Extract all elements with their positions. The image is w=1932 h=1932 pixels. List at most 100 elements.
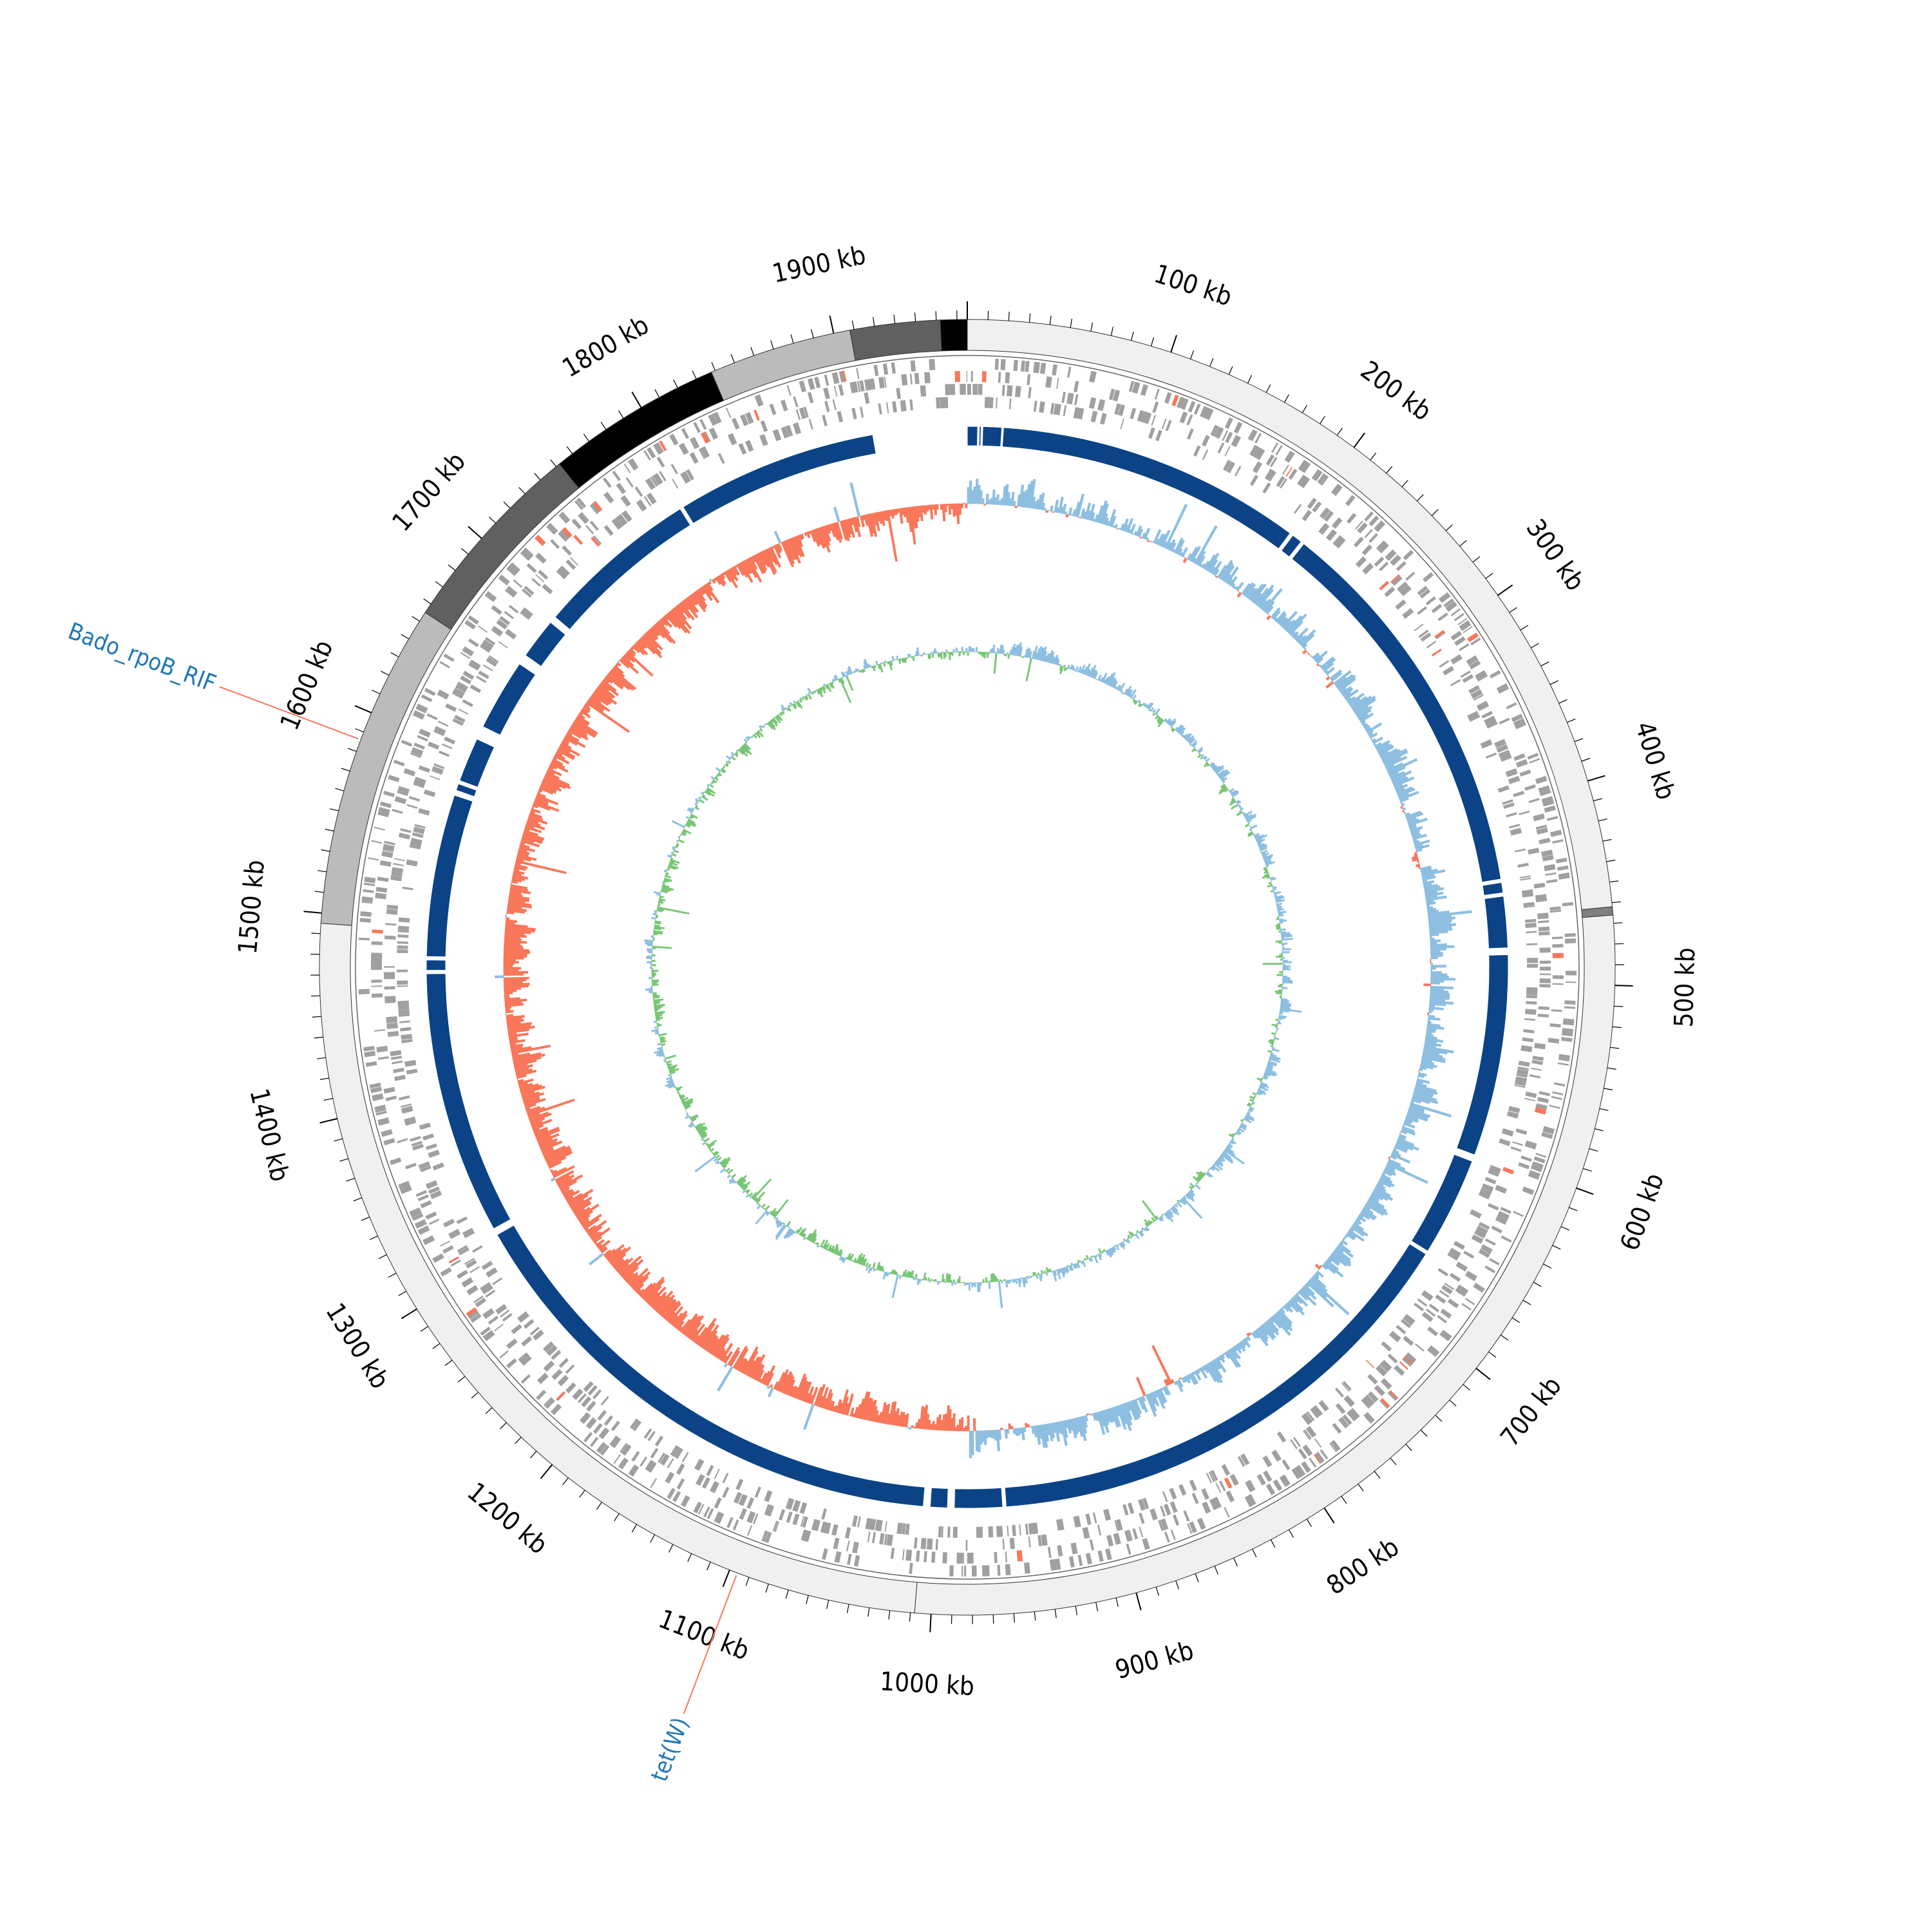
cds-feature bbox=[519, 1314, 530, 1323]
cds-feature bbox=[1395, 599, 1406, 609]
minor-tick bbox=[503, 501, 511, 509]
alignment-block bbox=[1456, 954, 1509, 1155]
cds-feature bbox=[1256, 1473, 1266, 1486]
cds-feature bbox=[1439, 660, 1450, 668]
alignment-block bbox=[1291, 543, 1502, 883]
cds-feature bbox=[1002, 1539, 1005, 1550]
cds-feature bbox=[370, 1086, 383, 1094]
cds-feature bbox=[377, 1056, 390, 1060]
cds-feature bbox=[1224, 417, 1233, 430]
cds-feature bbox=[432, 1162, 444, 1171]
cds-feature bbox=[645, 477, 656, 490]
minor-tick bbox=[1435, 1415, 1443, 1422]
cds-feature bbox=[520, 609, 532, 620]
cds-feature bbox=[1092, 371, 1097, 383]
cds-feature bbox=[856, 368, 860, 379]
cds-feature bbox=[1201, 435, 1210, 447]
cds-feature bbox=[1122, 1504, 1129, 1516]
cds-feature bbox=[1558, 1056, 1570, 1062]
cds-feature bbox=[954, 371, 960, 383]
cds-feature bbox=[1331, 517, 1343, 529]
cds-feature bbox=[545, 1398, 554, 1408]
cds-feature bbox=[372, 929, 383, 934]
minor-tick bbox=[1095, 1602, 1099, 1611]
alignment-block bbox=[929, 1487, 949, 1508]
cds-feature bbox=[1552, 839, 1564, 844]
cds-feature bbox=[1172, 1514, 1180, 1526]
cds-feature bbox=[1519, 769, 1531, 777]
cds-feature bbox=[1221, 1464, 1230, 1476]
cds-feature bbox=[1523, 1028, 1535, 1034]
cds-feature bbox=[994, 1551, 997, 1564]
cds-feature bbox=[616, 482, 627, 495]
minor-tick bbox=[1130, 332, 1134, 341]
cds-feature bbox=[1245, 1482, 1252, 1493]
cds-feature bbox=[693, 422, 701, 433]
cds-feature bbox=[857, 381, 861, 392]
cds-feature bbox=[1039, 401, 1045, 413]
major-tick bbox=[1135, 1592, 1142, 1611]
cds-feature bbox=[1484, 1177, 1497, 1184]
alignment-block bbox=[459, 738, 495, 788]
cds-feature bbox=[536, 1390, 547, 1401]
cds-feature bbox=[397, 934, 409, 938]
cds-feature bbox=[393, 862, 404, 867]
major-tick bbox=[468, 526, 482, 539]
cds-feature bbox=[1390, 574, 1401, 584]
cds-feature bbox=[1535, 777, 1548, 784]
cds-feature bbox=[1480, 739, 1492, 747]
cds-feature bbox=[1468, 713, 1481, 722]
cds-feature bbox=[1462, 674, 1474, 683]
cds-feature bbox=[504, 611, 515, 620]
cds-feature bbox=[1320, 475, 1329, 486]
cds-feature bbox=[1163, 1504, 1170, 1516]
cds-feature bbox=[1542, 799, 1555, 807]
minor-tick bbox=[1115, 1597, 1119, 1607]
cds-feature bbox=[1450, 630, 1463, 641]
tick-label: 1300 kb bbox=[319, 1298, 394, 1394]
cds-feature bbox=[620, 495, 631, 507]
cds-feature bbox=[506, 1358, 517, 1368]
cds-feature bbox=[1502, 1167, 1515, 1175]
cds-feature bbox=[601, 1429, 610, 1439]
cds-feature bbox=[1234, 466, 1242, 477]
cds-feature bbox=[603, 477, 612, 488]
minor-tick bbox=[1405, 1444, 1412, 1452]
cds-feature bbox=[704, 431, 711, 442]
cds-feature bbox=[377, 876, 389, 882]
cds-feature bbox=[1541, 1133, 1553, 1139]
cds-feature bbox=[1511, 714, 1523, 723]
cds-feature bbox=[1385, 549, 1397, 561]
cds-feature bbox=[1514, 848, 1526, 853]
cds-feature bbox=[1249, 444, 1259, 457]
minor-tick bbox=[770, 340, 774, 350]
minor-tick bbox=[435, 581, 444, 587]
minor-tick bbox=[730, 354, 735, 363]
cds-feature bbox=[1485, 719, 1498, 729]
cds-feature bbox=[1090, 410, 1098, 422]
cds-feature bbox=[1481, 1186, 1493, 1192]
cds-feature bbox=[1162, 1491, 1168, 1502]
cds-feature bbox=[1482, 1183, 1494, 1191]
cds-feature bbox=[413, 780, 426, 788]
cds-feature bbox=[1245, 1479, 1256, 1492]
cds-feature bbox=[412, 1143, 424, 1151]
cds-feature bbox=[857, 1516, 861, 1528]
cds-feature bbox=[799, 407, 806, 419]
cds-feature bbox=[1282, 464, 1289, 475]
cds-feature bbox=[1349, 1408, 1360, 1420]
cds-feature bbox=[1481, 1188, 1492, 1194]
cds-feature bbox=[393, 858, 405, 862]
cds-feature bbox=[1323, 511, 1334, 522]
cds-feature bbox=[612, 470, 621, 482]
cds-feature bbox=[397, 945, 408, 949]
cds-feature bbox=[509, 564, 519, 574]
minor-tick bbox=[423, 598, 431, 605]
cds-feature bbox=[1420, 632, 1432, 642]
cds-feature bbox=[896, 388, 901, 399]
minor-tick bbox=[579, 1490, 585, 1498]
cds-feature bbox=[1305, 1426, 1317, 1438]
cds-feature bbox=[1298, 1464, 1306, 1475]
cds-feature bbox=[1535, 898, 1548, 902]
cds-feature bbox=[472, 1245, 483, 1253]
